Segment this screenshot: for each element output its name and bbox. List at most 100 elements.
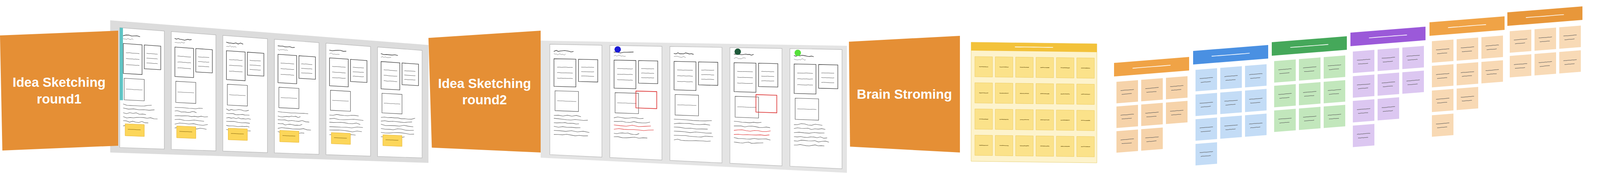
- handwriting-scribble: [794, 124, 823, 126]
- sticky-note: [1431, 64, 1454, 88]
- handwriting-scribble: [674, 127, 708, 130]
- sketch-page: [377, 47, 423, 159]
- handwriting-scribble: [1358, 137, 1369, 139]
- handwriting-scribble: [229, 65, 243, 67]
- sticky-note: [1352, 49, 1375, 74]
- handwriting-scribble: [1040, 93, 1050, 95]
- handwriting-scribble: [674, 53, 694, 55]
- handwriting-scribble: [146, 63, 158, 64]
- handwriting-scribble: [177, 62, 191, 64]
- handwriting-scribble: [383, 75, 397, 77]
- handwriting-scribble: [1122, 93, 1132, 95]
- handwriting-scribble: [979, 93, 988, 94]
- handwriting-scribble: [761, 71, 774, 72]
- handwriting-scribble: [332, 66, 346, 68]
- handwriting-scribble: [174, 42, 185, 44]
- handwriting-scribble: [979, 145, 988, 147]
- handwriting-scribble: [701, 69, 714, 71]
- handwriting-scribble: [1485, 69, 1499, 72]
- sketch-page: [549, 44, 602, 158]
- sketch-frame: [402, 63, 419, 86]
- sticky-note: [1056, 83, 1075, 105]
- sketch-frame: [614, 60, 637, 90]
- handwriting-scribble: [1329, 93, 1339, 95]
- handwriting-scribble: [280, 68, 294, 70]
- brainstorm-board: [971, 42, 1097, 164]
- handwriting-scribble: [380, 56, 391, 58]
- group-header: [1507, 6, 1583, 26]
- handwriting-scribble: [979, 118, 988, 120]
- handwriting-scribble: [1250, 77, 1261, 79]
- sticky-note: [1456, 37, 1479, 61]
- handwriting-scribble: [277, 123, 302, 126]
- handwriting-scribble: [553, 126, 581, 129]
- handwriting-scribble: [383, 81, 397, 83]
- handwriting-scribble: [126, 89, 143, 91]
- handwriting-scribble: [761, 80, 774, 82]
- handwriting-scribble: [999, 93, 1009, 94]
- sketch-frame: [794, 64, 817, 95]
- handwriting-scribble: [677, 81, 693, 83]
- handwriting-scribble: [277, 128, 311, 131]
- sketch-strip: [540, 40, 847, 174]
- handwriting-scribble: [1406, 55, 1420, 57]
- sketch-frame: [795, 98, 819, 121]
- handwriting-scribble: [1120, 139, 1134, 141]
- handwriting-scribble: [1224, 75, 1238, 78]
- handwriting-scribble: [329, 50, 346, 52]
- sketch-page: [222, 35, 268, 153]
- board-header: [971, 42, 1097, 53]
- sticky-note: [1141, 78, 1163, 102]
- handwriting-scribble: [581, 76, 594, 77]
- handwriting-scribble: [553, 115, 581, 117]
- handwriting-scribble: [404, 71, 416, 72]
- handwriting-scribble: [1357, 133, 1371, 135]
- handwriting-scribble: [282, 135, 296, 137]
- handwriting-scribble: [229, 95, 246, 96]
- sketch-frame: [247, 52, 264, 77]
- handwriting-scribble: [1303, 67, 1317, 69]
- handwriting-scribble: [126, 65, 140, 66]
- sketch-frame: [329, 57, 349, 88]
- handwriting-scribble: [1081, 67, 1091, 69]
- banner-title: Idea Sketching round2: [435, 75, 534, 109]
- handwriting-scribble: [553, 118, 588, 121]
- handwriting-scribble: [1224, 125, 1238, 127]
- handwriting-scribble: [1461, 71, 1474, 74]
- strip-ground: [110, 20, 429, 164]
- handwriting-scribble: [380, 124, 413, 127]
- sketch-frame: [614, 93, 639, 115]
- sticky-note: [1015, 83, 1034, 104]
- handwriting-scribble: [701, 74, 714, 76]
- handwriting-scribble: [1383, 61, 1393, 63]
- handwriting-scribble: [1564, 39, 1575, 40]
- sticky-note: [176, 126, 196, 139]
- handwriting-scribble: [1515, 43, 1525, 44]
- handwriting-scribble: [1171, 89, 1182, 91]
- sticky-note: [1036, 136, 1054, 157]
- handwriting-scribble: [733, 130, 771, 133]
- sticky-note: [1431, 113, 1454, 137]
- handwriting-scribble: [1122, 143, 1132, 145]
- handwriting-scribble: [1081, 94, 1091, 96]
- sketch-frame: [553, 59, 576, 88]
- handwriting-scribble: [380, 53, 398, 56]
- sticky-note: [1141, 127, 1163, 151]
- sticky-note: [228, 128, 248, 141]
- handwriting-scribble: [179, 131, 193, 133]
- affinity-map: [1114, 6, 1583, 167]
- sticky-note: [1116, 129, 1139, 153]
- handwriting-scribble: [1303, 116, 1317, 118]
- sticky-note: [1141, 103, 1163, 127]
- handwriting-scribble: [329, 118, 363, 121]
- handwriting-scribble: [1329, 69, 1339, 70]
- handwriting-scribble: [557, 72, 573, 74]
- handwriting-scribble: [1437, 102, 1448, 104]
- sticky-note: [1298, 107, 1321, 131]
- sticky-note: [1165, 76, 1188, 100]
- handwriting-scribble: [553, 53, 566, 56]
- handwriting-scribble: [198, 66, 210, 68]
- handwriting-scribble: [1448, 24, 1486, 28]
- sticky-note: [1298, 82, 1321, 106]
